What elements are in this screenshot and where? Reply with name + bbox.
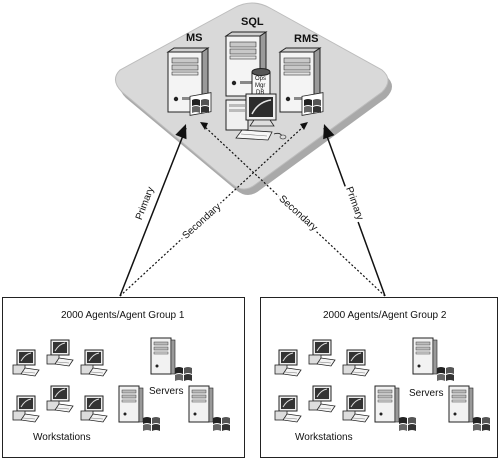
- workstation-icon: [46, 385, 74, 413]
- agent-group-1-title: 2000 Agents/Agent Group 1: [61, 310, 185, 321]
- agent-group-2-workstations-label: Workstations: [295, 432, 353, 443]
- primary-connection-left: [119, 124, 187, 297]
- workstation-icon: [12, 349, 40, 377]
- workstation-icon: [342, 349, 370, 377]
- database-label-line1: Ops: [255, 76, 267, 82]
- rms-windows-flag-icon: [301, 92, 324, 116]
- database-label-line2: Mgr: [255, 83, 266, 89]
- database-label-line3: DB: [256, 90, 265, 96]
- windows-flag-icon: [175, 367, 192, 381]
- agent-group-2-servers-label: Servers: [409, 388, 444, 399]
- workstation-icon: [274, 395, 302, 423]
- server-tower-icon: [412, 337, 438, 375]
- workstation-icon: [342, 395, 370, 423]
- agent-group-2: 2000 Agents/Agent Group 2 Servers Workst…: [260, 297, 498, 458]
- workstation-icon: [308, 385, 336, 413]
- windows-flag-icon: [143, 417, 160, 431]
- agent-group-1-workstations-label: Workstations: [33, 432, 91, 443]
- ms-label: MS: [186, 32, 203, 44]
- server-tower-icon: [448, 385, 474, 423]
- windows-flag-icon: [437, 367, 454, 381]
- workstation-icon: [274, 349, 302, 377]
- agent-group-1-servers-label: Servers: [149, 386, 184, 397]
- windows-flag-icon: [213, 417, 230, 431]
- workstation-icon: [80, 349, 108, 377]
- server-tower-icon: [118, 385, 144, 423]
- console-workstation-icon: [225, 93, 287, 141]
- workstation-icon: [12, 395, 40, 423]
- workstation-icon: [80, 395, 108, 423]
- workstation-icon: [308, 339, 336, 367]
- server-tower-icon: [150, 337, 176, 375]
- agent-group-1: 2000 Agents/Agent Group 1 Servers Workst…: [2, 297, 245, 458]
- ms-windows-flag-icon: [189, 92, 212, 116]
- server-tower-icon: [188, 385, 214, 423]
- windows-flag-icon: [399, 417, 416, 431]
- rms-label: RMS: [294, 33, 319, 45]
- server-tower-icon: [374, 385, 400, 423]
- windows-flag-icon: [473, 417, 490, 431]
- sql-label: SQL: [241, 16, 264, 28]
- agent-group-2-title: 2000 Agents/Agent Group 2: [323, 310, 447, 321]
- workstation-icon: [46, 339, 74, 367]
